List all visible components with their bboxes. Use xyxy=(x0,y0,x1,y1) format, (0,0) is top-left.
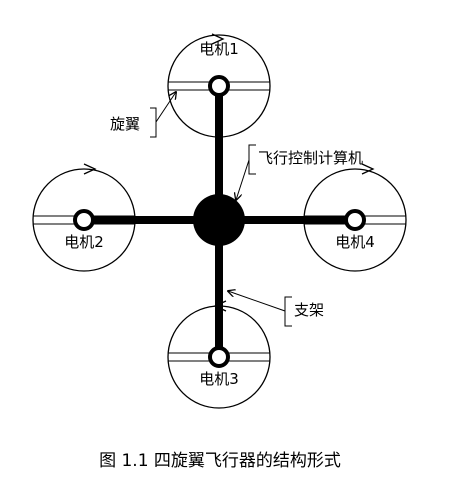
rotor-bracket xyxy=(150,107,157,138)
motor-2-label: 电机2 xyxy=(64,233,104,251)
rotor-disk-4 xyxy=(303,168,407,272)
motor-hub-3 xyxy=(208,346,230,368)
rotation-arrow-1 xyxy=(211,33,225,45)
motor-4-label: 电机4 xyxy=(335,233,375,251)
rotor-leader-line xyxy=(155,92,176,123)
motor-3: 电机3 xyxy=(167,300,271,409)
flight-computer-bracket xyxy=(248,144,256,175)
motor-2: 电机2 xyxy=(32,163,136,272)
rotor-label: 旋翼 xyxy=(110,115,140,133)
flight-computer-label: 飞行控制计算机 xyxy=(258,149,363,167)
frame-bracket xyxy=(284,296,292,327)
frame-label: 支架 xyxy=(294,301,324,319)
motor-1: 电机1 xyxy=(167,33,271,138)
motor-1-label: 电机1 xyxy=(199,40,239,58)
motor-3-label: 电机3 xyxy=(199,370,239,388)
rotor-callout: 旋翼 xyxy=(110,92,176,138)
motor-hub-2 xyxy=(73,209,95,231)
motor-hub-1 xyxy=(208,75,230,97)
flight-computer-callout: 飞行控制计算机 xyxy=(236,144,363,200)
motor-hub-4 xyxy=(344,209,366,231)
frame-callout: 支架 xyxy=(228,291,324,327)
rotation-arrow-3 xyxy=(213,300,227,312)
flight-computer-leader-line xyxy=(236,159,250,200)
motor-4: 电机4 xyxy=(303,163,407,272)
rotor-disk-3 xyxy=(167,305,271,409)
figure-caption: 图 1.1 四旋翼飞行器的结构形式 xyxy=(99,451,341,471)
rotor-disk-2 xyxy=(32,168,136,272)
rotor-disk-1 xyxy=(167,34,271,138)
flight-controller-body xyxy=(193,194,245,246)
frame-leader-line xyxy=(228,291,286,312)
rotation-arrow-2 xyxy=(83,163,97,175)
rotation-arrow-4 xyxy=(361,163,375,175)
